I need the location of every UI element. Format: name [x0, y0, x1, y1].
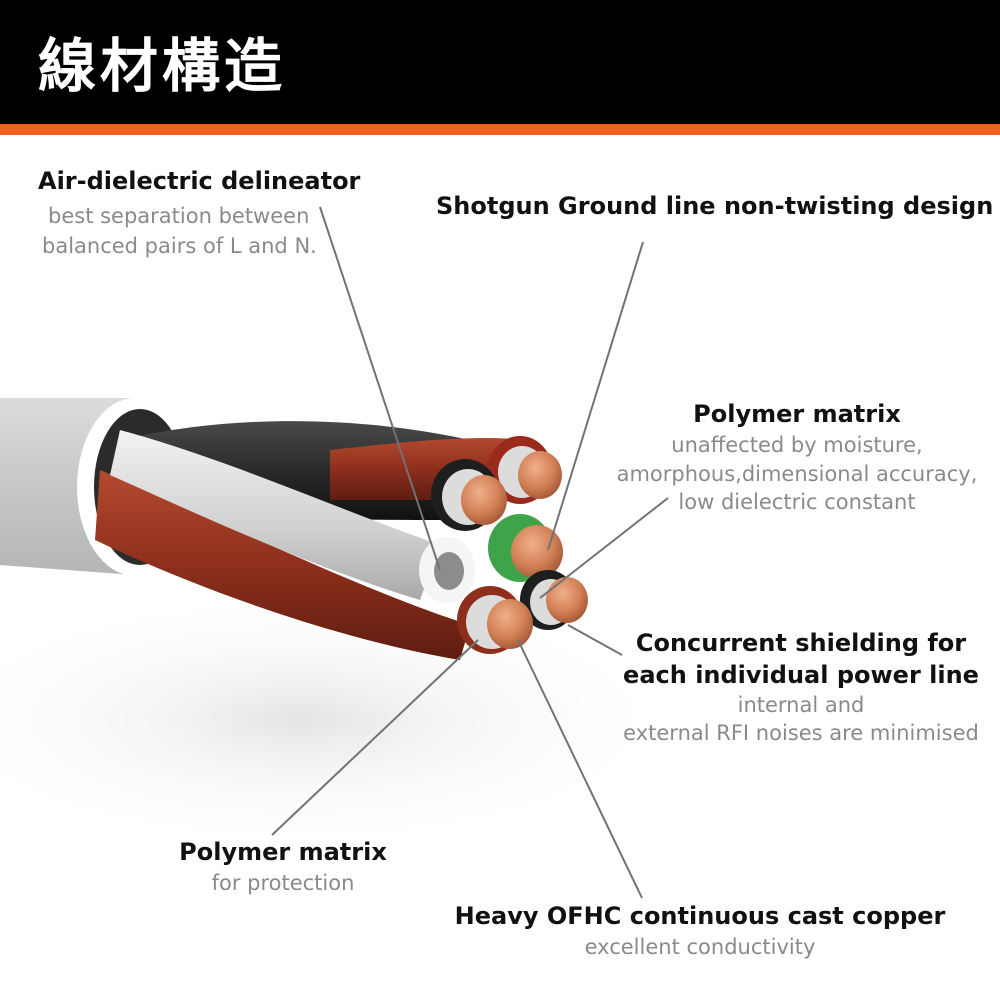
- callout-text: best separation between: [48, 204, 310, 228]
- callout-text: internal and: [737, 693, 865, 717]
- conductor-black-left: [431, 459, 507, 531]
- leader-polymer-bottom: [271, 639, 479, 836]
- callout-heading: Shotgun Ground line non-twisting design: [436, 192, 994, 220]
- callout-heading: Air-dielectric delineator: [38, 167, 361, 195]
- page-title: 線材構造: [38, 32, 287, 100]
- header-banner: [0, 0, 1000, 124]
- leader-shotgun: [547, 241, 644, 551]
- air-tube-hole: [434, 552, 464, 590]
- cable-shadow: [0, 590, 680, 850]
- callout-heading: Polymer matrix: [693, 400, 901, 428]
- callout-polymer-bottom: Polymer matrix for protection: [168, 836, 398, 898]
- callout-text: excellent conductivity: [584, 935, 816, 959]
- callout-air-dielectric: Air-dielectric delineator best separatio…: [38, 165, 360, 261]
- callout-polymer-top: Polymer matrix unaffected by moisture, a…: [612, 398, 982, 516]
- callout-text: balanced pairs of L and N.: [42, 234, 317, 258]
- conductor-top-red: [488, 436, 562, 504]
- callout-text: amorphous,dimensional accuracy,: [616, 462, 978, 486]
- callout-copper: Heavy OFHC continuous cast copper excell…: [440, 900, 960, 962]
- callout-heading: each individual power line: [623, 661, 979, 689]
- callout-shielding: Concurrent shielding for each individual…: [616, 627, 986, 747]
- callout-heading: Heavy OFHC continuous cast copper: [454, 902, 946, 930]
- callout-heading: Concurrent shielding for: [635, 629, 967, 657]
- leader-polymer-top: [539, 497, 669, 599]
- conductor-red-bottom: [457, 586, 533, 654]
- callout-heading: Polymer matrix: [179, 838, 387, 866]
- header-accent-stripe: [0, 124, 1000, 135]
- leader-shielding: [567, 624, 623, 656]
- red-wire-lower: [95, 470, 470, 660]
- conductor-black-right: [520, 570, 588, 630]
- white-tube: [110, 430, 440, 600]
- leader-copper: [517, 639, 643, 899]
- callout-text: low dielectric constant: [678, 490, 916, 514]
- callout-text: external RFI noises are minimised: [623, 721, 979, 745]
- leader-lines: [271, 206, 669, 899]
- callout-text: for protection: [211, 871, 355, 895]
- leader-air-dielectric: [319, 206, 441, 571]
- callout-text: unaffected by moisture,: [671, 433, 923, 457]
- callout-shotgun: Shotgun Ground line non-twisting design: [436, 190, 993, 222]
- conductor-ground-green: [488, 514, 563, 582]
